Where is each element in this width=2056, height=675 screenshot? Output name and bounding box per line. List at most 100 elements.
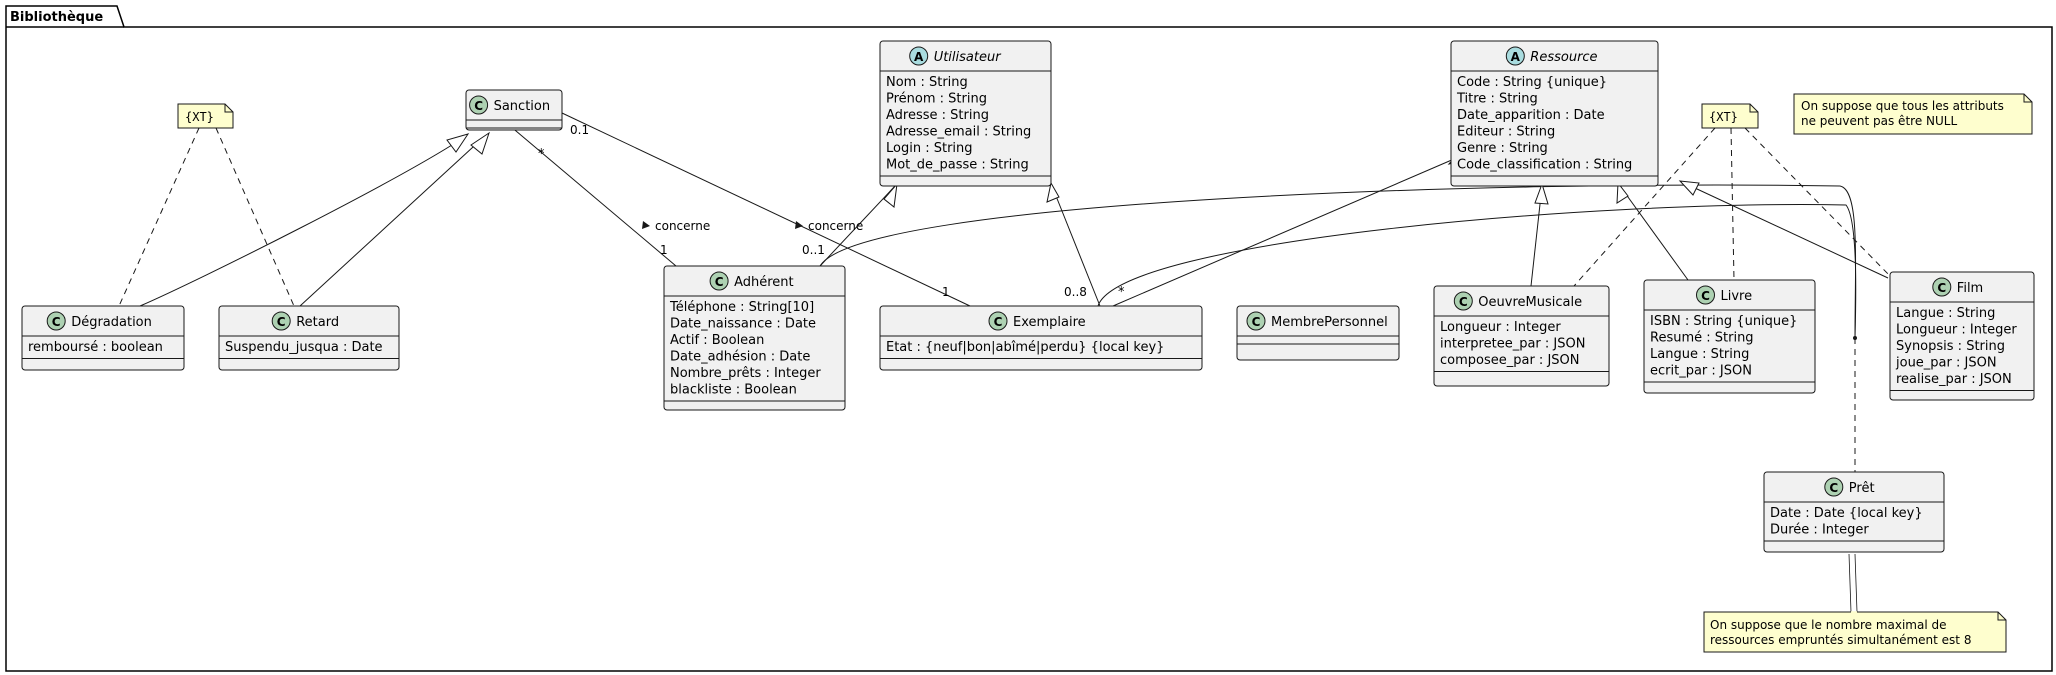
film-to-ressource-edge [1681, 181, 1889, 279]
degradation-attribute: remboursé : boolean [28, 340, 163, 355]
ressource-stereotype-letter: A [1511, 50, 1521, 64]
adherent-attribute: Date_adhésion : Date [670, 350, 810, 365]
gen-head-film [1678, 180, 1700, 196]
ressource-attribute: Titre : String [1456, 92, 1538, 107]
adherent-attribute: Actif : Boolean [670, 333, 764, 348]
retard-stereotype-letter: C [277, 315, 286, 329]
degradation-to-sanction-edge [139, 135, 467, 307]
pret-attribute: Date : Date {local key} [1770, 506, 1923, 521]
adherent-name: Adhérent [734, 275, 794, 290]
ressource-attribute: Date_apparition : Date [1457, 108, 1605, 123]
association-junction [1853, 336, 1857, 340]
film-attribute: Langue : String [1896, 306, 1995, 321]
ressource-attribute: Code : String {unique} [1457, 75, 1607, 90]
exemplaire-stereotype-icon [988, 311, 1008, 331]
note-null: On suppose que tous les attributs ne peu… [1793, 93, 2033, 135]
class-sanction: C Sanction [465, 89, 563, 131]
livre-attribute: Resumé : String [1650, 331, 1754, 346]
sanction-stereotype-letter: C [474, 99, 483, 113]
label-concerne-2: concerne [808, 219, 863, 233]
label-ressource-exemplaire: * [1118, 285, 1125, 300]
adherent-attribute: Nombre_prêts : Integer [670, 366, 821, 381]
pret-attribute: Durée : Integer [1770, 523, 1869, 538]
retard-attribute: Suspendu_jusqua : Date [225, 340, 383, 355]
film-attribute: Synopsis : String [1896, 339, 2005, 354]
max-note-line-1: On suppose que le nombre maximal de [1710, 618, 1947, 632]
film-attribute: Longueur : Integer [1896, 323, 2017, 338]
film-stereotype-icon [1932, 277, 1952, 297]
film-name: Film [1957, 281, 1983, 296]
adherent-attribute: blackliste : Boolean [670, 383, 797, 398]
adherent-attribute: Téléphone : String[10] [669, 300, 814, 315]
ressource-stereotype-icon [1505, 46, 1525, 66]
livre-stereotype-icon [1696, 285, 1715, 305]
utilisateur-attribute: Adresse_email : String [886, 125, 1031, 140]
livre-attribute: Langue : String [1650, 347, 1749, 362]
null-note-line-2: ne peuvent pas être NULL [1801, 114, 1957, 128]
adherent-stereotype-icon [709, 271, 729, 291]
degradation-stereotype-icon [46, 311, 66, 331]
ressource-name: Ressource [1530, 50, 1597, 65]
adherent-pret-edge [819, 184, 1857, 339]
retard-name: Retard [296, 315, 339, 330]
utilisateur-stereotype-icon [909, 46, 929, 66]
dashed-edges [118, 127, 1893, 472]
sanction-stereotype-icon [469, 95, 489, 115]
adherent-attribute: Date_naissance : Date [670, 317, 816, 332]
label-adherent-pret: 0..1 [802, 243, 825, 257]
livre-attribute: ecrit_par : JSON [1650, 364, 1752, 379]
utilisateur-attribute: Adresse : String [886, 108, 989, 123]
ressource-attribute: Genre : String [1457, 141, 1548, 156]
membre-stereotype-icon [1246, 311, 1266, 331]
gen-head-oeuvre [1534, 182, 1549, 205]
pret-stereotype-letter: C [1829, 481, 1838, 495]
oeuvre-stereotype-icon [1453, 291, 1473, 311]
utilisateur-attribute: Nom : String [886, 75, 968, 90]
label-sanction-adherent-dst: 1 [660, 243, 668, 257]
xt-right-to-film [1744, 127, 1893, 279]
xt-right-to-livre [1730, 127, 1735, 281]
film-attribute: joue_par : JSON [1895, 356, 1997, 371]
ressource-attribute: Code_classification : String [1457, 158, 1632, 173]
edge-labels: * 1 concerne 0.1 1 concerne 0..1 0..8 * [538, 123, 1125, 300]
null-note-line-1: On suppose que tous les attributs [1801, 99, 2004, 113]
adherent-to-utilisateur-edge [819, 185, 896, 267]
note-max: On suppose que le nombre maximal de ress… [1703, 553, 2007, 653]
sanction-adherent-edge [502, 119, 677, 267]
oeuvre-attribute: Longueur : Integer [1440, 320, 1561, 335]
utilisateur-attribute: Login : String [886, 141, 973, 156]
note-xt-left: {XT} [177, 103, 234, 129]
membre-name: MembrePersonnel [1271, 315, 1388, 330]
ressource-exemplaire-edge [1112, 155, 1462, 307]
sanction-name: Sanction [494, 99, 551, 114]
gen-head-retard [470, 131, 490, 155]
oeuvre-name: OeuvreMusicale [1478, 295, 1582, 310]
livre-name: Livre [1721, 289, 1753, 304]
adherent-stereotype-letter: C [715, 275, 724, 289]
ressource-attribute: Editeur : String [1457, 125, 1555, 140]
utilisateur-name: Utilisateur [934, 50, 1003, 65]
membre-stereotype-letter: C [1252, 315, 1261, 329]
package-title: Bibliothèque [10, 10, 103, 25]
utilisateur-stereotype-letter: A [914, 50, 924, 64]
gen-head-degradation [446, 133, 470, 153]
xt-left-to-retard [215, 127, 295, 307]
film-attribute: realise_par : JSON [1896, 372, 2012, 387]
label-sanction-adherent-src: * [538, 147, 545, 162]
package-bibliotheque: Bibliothèque [5, 5, 2053, 672]
exemplaire-attribute: Etat : {neuf|bon|abîmé|perdu} {local key… [886, 340, 1164, 355]
livre-to-ressource-edge [1619, 185, 1689, 281]
label-exemplaire-pret: 0..8 [1064, 285, 1087, 299]
livre-stereotype-letter: C [1701, 289, 1710, 303]
label-concerne-1: concerne [655, 219, 710, 233]
xt-right-text: {XT} [1709, 110, 1738, 124]
